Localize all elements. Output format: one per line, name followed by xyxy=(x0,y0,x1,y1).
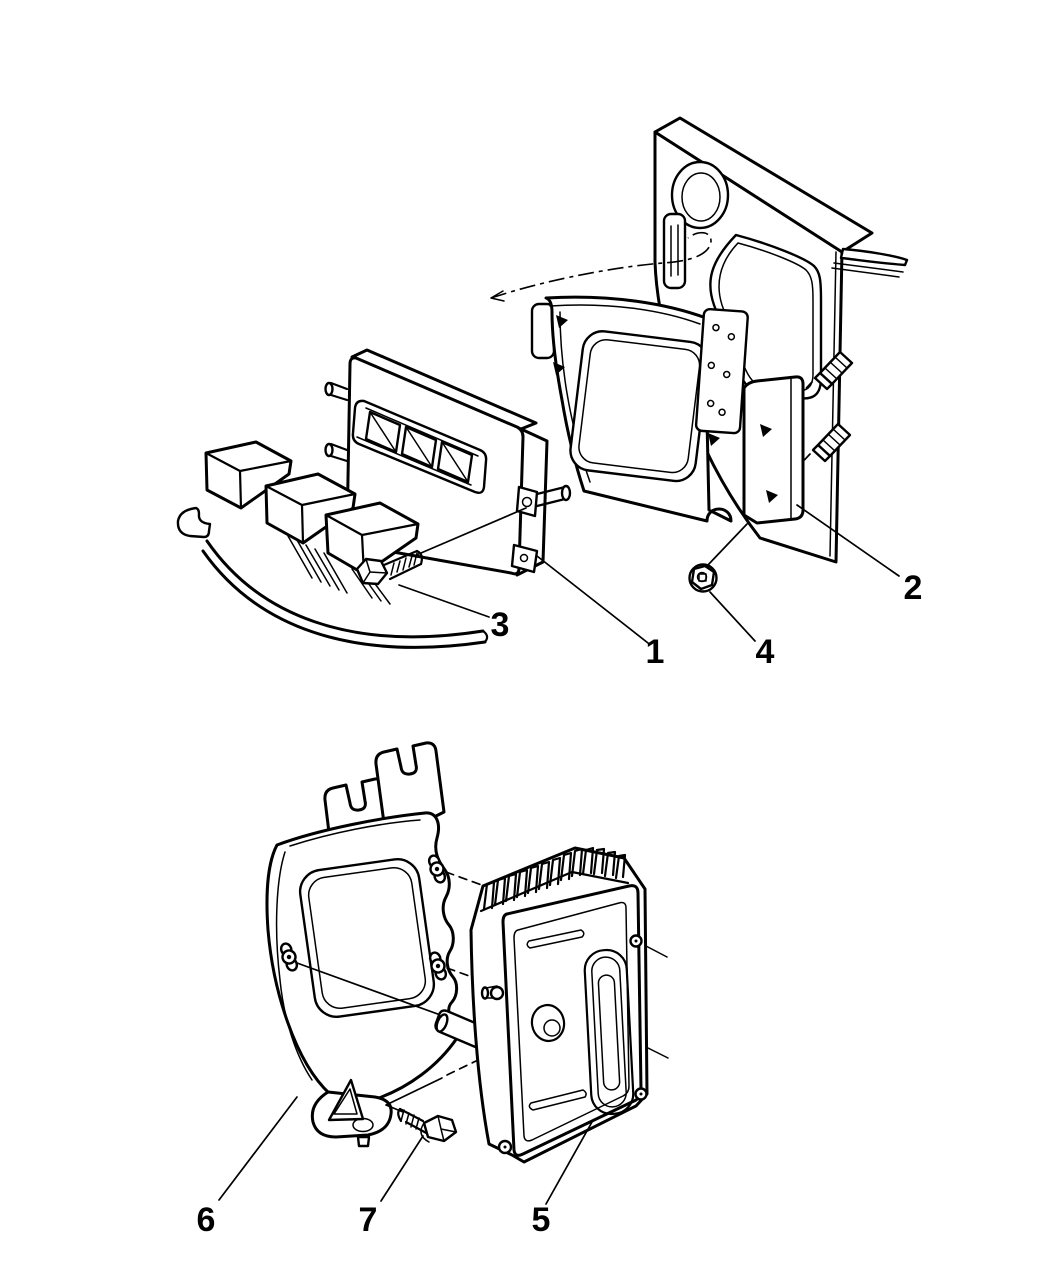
module-center-boss xyxy=(530,1003,566,1043)
lower-assembly xyxy=(265,741,669,1164)
module-front-panel xyxy=(513,901,630,1142)
connector-covers xyxy=(176,440,420,605)
pcm-right-mount-pin xyxy=(515,484,572,518)
panel-slot-feature xyxy=(662,212,687,290)
panel-edge-line xyxy=(829,251,837,557)
bracket-hinge-plate xyxy=(694,307,749,435)
foot-tab xyxy=(356,1135,371,1148)
screw-washer xyxy=(420,1122,430,1143)
callout-5: 5 xyxy=(532,1201,551,1239)
leader-line-3a xyxy=(413,507,527,557)
pcm-mounting-bracket xyxy=(530,295,805,525)
bracket-side-flange xyxy=(742,375,805,525)
harness-end-cap xyxy=(481,629,489,644)
pcm-left-studs xyxy=(324,381,349,463)
callout-1: 1 xyxy=(646,633,665,671)
hex-screw xyxy=(385,1060,477,1143)
bracket-edge-lines xyxy=(275,819,421,1081)
cover-hook xyxy=(176,506,212,539)
panel-slot-lines xyxy=(670,224,679,277)
leader-line-3b xyxy=(398,584,490,618)
bolt-shank xyxy=(382,549,423,581)
module-side-boss xyxy=(480,985,505,1001)
leader-line-4a xyxy=(706,523,748,567)
nut-hex xyxy=(690,564,716,591)
heatsink-fins xyxy=(482,846,627,911)
module-right-rib xyxy=(583,948,635,1116)
axis-line-left-grommet xyxy=(296,962,447,1018)
molding-strip-lower xyxy=(831,262,904,278)
callout-7: 7 xyxy=(359,1201,378,1239)
bracket-opening xyxy=(569,330,710,483)
leader-line-1 xyxy=(536,555,649,644)
bolt-threads xyxy=(390,552,418,576)
wiring-harness xyxy=(201,539,489,649)
leader-line-2 xyxy=(796,504,900,577)
leader-line-4b xyxy=(709,591,756,642)
screw-axis-stubs xyxy=(645,945,669,1059)
leader-line-6 xyxy=(218,1096,298,1201)
module-corner-screws xyxy=(497,934,648,1155)
callout-2: 2 xyxy=(904,569,923,607)
connector-cover-1 xyxy=(204,440,293,510)
callout-labels: 1 2 3 4 5 6 7 xyxy=(197,569,923,1239)
module-bottom-slot xyxy=(528,1089,587,1111)
panel-cutout-rim xyxy=(718,242,814,392)
centerline-arrow-tip xyxy=(490,290,505,302)
module-top-slot xyxy=(526,929,585,949)
panel-round-hole-rim xyxy=(681,172,721,222)
grommet-right-top xyxy=(427,854,447,884)
molding-strip xyxy=(839,247,909,267)
pcm-connector-recess xyxy=(351,399,488,495)
callout-3: 3 xyxy=(491,606,510,644)
screw-threads xyxy=(400,1109,420,1130)
lower-control-module xyxy=(469,846,669,1164)
upper-assembly xyxy=(176,116,909,649)
hex-flange-nut xyxy=(688,563,718,593)
screw-axis-dashed xyxy=(446,1060,477,1076)
alignment-centerline xyxy=(490,231,712,302)
grommet-right-bottom xyxy=(428,951,448,981)
bracket-opening xyxy=(298,858,436,1018)
bracket-fork-tab-right xyxy=(374,741,446,825)
hex-bolt xyxy=(355,549,423,586)
panel-top-flange xyxy=(653,116,874,254)
screw-axis-solid xyxy=(385,1077,443,1113)
leader-line-7 xyxy=(380,1135,424,1202)
leader-lines xyxy=(218,504,900,1205)
connector-cover-3 xyxy=(324,501,420,576)
leader-line-5 xyxy=(545,1121,593,1205)
weld-stud-upper xyxy=(778,350,854,418)
bolt-tip xyxy=(415,549,423,566)
pcm-bottom-tab xyxy=(510,543,539,574)
grommet-left xyxy=(279,942,299,972)
lower-mounting-bracket xyxy=(265,741,499,1148)
bracket-gusset xyxy=(327,1078,365,1122)
screw-head xyxy=(422,1114,458,1143)
callout-6: 6 xyxy=(197,1201,216,1239)
callout-4: 4 xyxy=(756,633,775,671)
